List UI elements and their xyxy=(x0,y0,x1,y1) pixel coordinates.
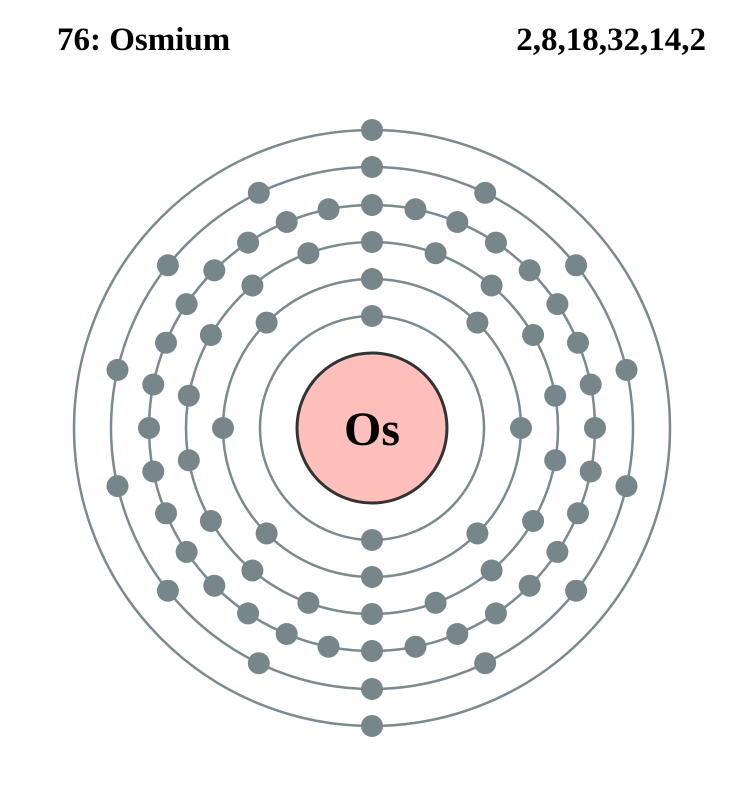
electron xyxy=(424,242,447,265)
electron xyxy=(474,181,497,204)
electron xyxy=(466,311,489,334)
electron xyxy=(361,640,383,662)
electron xyxy=(142,373,165,396)
electron xyxy=(155,331,177,354)
electron xyxy=(199,324,222,346)
electron xyxy=(317,635,340,658)
electrons xyxy=(106,119,638,737)
electron xyxy=(579,460,602,483)
electron xyxy=(480,559,503,582)
electron xyxy=(156,254,179,277)
electron xyxy=(361,715,383,737)
electron xyxy=(203,259,226,282)
electron xyxy=(518,574,541,597)
electron xyxy=(579,373,602,396)
electron xyxy=(361,231,383,253)
electron xyxy=(484,231,507,254)
electron xyxy=(474,652,497,675)
electron xyxy=(297,242,320,265)
electron xyxy=(615,475,638,498)
electron xyxy=(361,603,383,625)
electron xyxy=(175,293,198,316)
electron xyxy=(361,305,383,327)
element-title: 76: Osmium xyxy=(57,22,231,58)
electron xyxy=(156,579,179,602)
electron xyxy=(106,475,129,498)
electron xyxy=(484,602,507,625)
electron xyxy=(155,502,177,525)
electron xyxy=(297,591,320,614)
electron xyxy=(615,358,638,381)
electron xyxy=(361,156,383,178)
electron xyxy=(255,522,278,545)
electron xyxy=(584,417,606,439)
nucleus: Os xyxy=(295,351,449,505)
electron xyxy=(361,529,383,551)
electron xyxy=(241,274,264,297)
electron xyxy=(546,293,569,316)
electron xyxy=(446,211,469,233)
electron xyxy=(212,417,234,439)
electron xyxy=(361,678,383,700)
electron xyxy=(275,211,298,233)
electron xyxy=(361,268,383,290)
electron xyxy=(361,566,383,588)
electron xyxy=(177,384,200,407)
electron-configuration: 2,8,18,32,14,2 xyxy=(516,22,706,58)
electron xyxy=(510,417,532,439)
electron xyxy=(317,198,340,221)
electron xyxy=(247,181,270,204)
electron xyxy=(142,460,165,483)
electron xyxy=(424,591,447,614)
electron xyxy=(446,623,469,645)
electron xyxy=(247,652,270,675)
electron xyxy=(404,198,427,221)
electron xyxy=(544,384,567,407)
electron xyxy=(565,254,588,277)
electron xyxy=(255,311,278,334)
electron xyxy=(175,540,198,563)
electron xyxy=(518,259,541,282)
electron xyxy=(361,119,383,141)
electron xyxy=(241,559,264,582)
electron xyxy=(522,510,545,532)
electron xyxy=(404,635,427,658)
electron xyxy=(546,540,569,563)
electron xyxy=(361,194,383,216)
electron xyxy=(567,331,589,354)
electron xyxy=(237,231,260,254)
electron xyxy=(565,579,588,602)
electron xyxy=(522,324,545,346)
electron xyxy=(466,522,489,545)
electron xyxy=(275,623,298,645)
electron xyxy=(567,502,589,525)
electron xyxy=(544,449,567,472)
electron xyxy=(106,358,129,381)
element-symbol: Os xyxy=(344,403,400,456)
nucleus-circle xyxy=(295,351,449,505)
electron xyxy=(138,417,160,439)
electron xyxy=(177,449,200,472)
electron xyxy=(203,574,226,597)
electron xyxy=(199,510,222,532)
electron xyxy=(480,274,503,297)
electron xyxy=(237,602,260,625)
